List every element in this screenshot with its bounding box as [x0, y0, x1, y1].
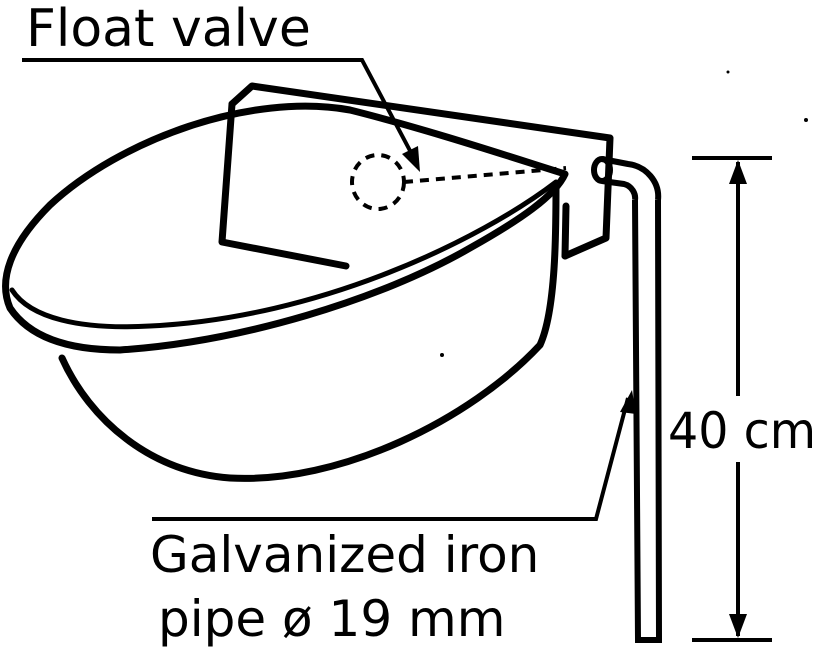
pipe-label-line1: Galvanized iron	[150, 526, 539, 584]
bowl-body	[58, 182, 560, 482]
pipe-label-line2: pipe ø 19 mm	[158, 590, 505, 648]
valve-housing-box	[218, 82, 614, 270]
speck-mark	[440, 353, 444, 357]
dimension-arrow-bottom	[729, 614, 747, 638]
speck-mark	[726, 70, 730, 74]
bowl-rim-inner	[9, 179, 559, 330]
float-valve-circle	[350, 153, 406, 211]
height-label: 40 cm	[668, 402, 816, 460]
height-dimension	[692, 156, 772, 642]
float-arm-dashed	[403, 166, 567, 184]
inlet-pipe-elbow	[591, 156, 662, 201]
galvanized-pipe	[632, 199, 663, 643]
float-valve-arrowhead	[402, 146, 420, 172]
float-valve-leader	[22, 58, 418, 163]
pipe-leader	[152, 397, 630, 521]
dimension-arrow-top	[729, 160, 747, 184]
speck-mark	[804, 118, 808, 122]
float-valve-label: Float valve	[26, 0, 311, 59]
pipe-leader-arrowhead	[620, 390, 636, 414]
height-label-bg	[664, 398, 820, 460]
bowl-rim	[2, 102, 569, 354]
